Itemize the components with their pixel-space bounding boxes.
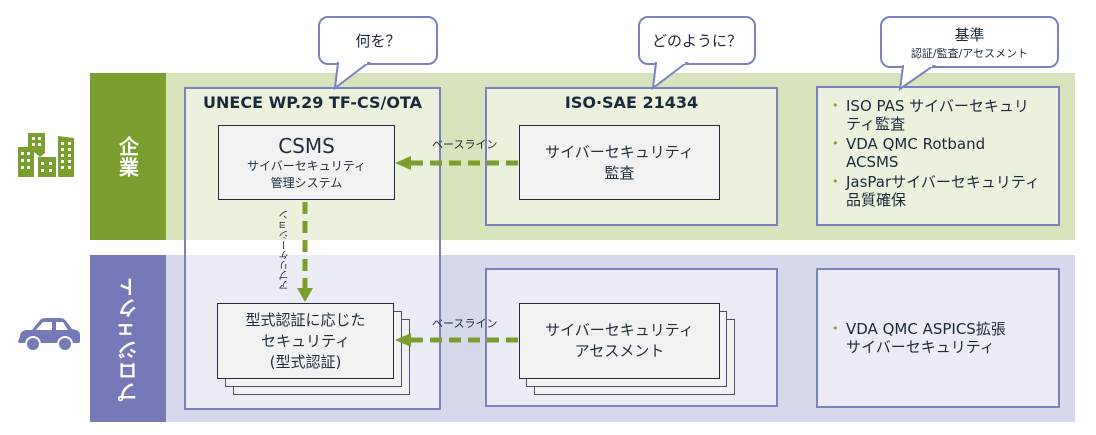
baseline-arrow-bottom	[395, 333, 518, 347]
unece-panel-gap	[186, 240, 439, 255]
callout-how-text: どのように？	[651, 32, 742, 50]
assessment-box[interactable]: サイバーセキュリティ アセスメント	[519, 303, 720, 379]
buildings-icon	[18, 133, 74, 177]
project-row-header: プロジェクト	[90, 255, 166, 422]
baseline-label-top: ベースライン	[432, 138, 498, 151]
enterprise-row-label: 企業	[115, 135, 140, 178]
enterprise-row-header: 企業	[90, 73, 166, 240]
application-label: アプリケーション	[280, 210, 291, 290]
callout-criteria-text: 基準	[954, 25, 985, 44]
csms-line2: 管理システム	[270, 175, 343, 190]
callout-criteria: 基準 認証/監査/アセスメント	[880, 16, 1059, 68]
callout-criteria-tail	[898, 63, 937, 92]
project-row-label: プロジェクト	[116, 275, 141, 402]
callout-what-tail	[333, 60, 371, 91]
callout-how-tail	[651, 60, 689, 91]
audit-box[interactable]: サイバーセキュリティ 監査	[519, 125, 720, 200]
type-approval-line3: (型式認証)	[269, 352, 342, 371]
audit-line2: 監査	[604, 163, 635, 182]
application-arrow	[297, 202, 313, 302]
iso-title: ISO·SAE 21434	[564, 93, 699, 112]
csms-box[interactable]: CSMS サイバーセキュリティ 管理システム	[218, 125, 395, 200]
csms-title: CSMS	[278, 133, 335, 158]
callout-criteria-subtext: 認証/監査/アセスメント	[910, 46, 1029, 60]
callout-what-text: 何を？	[355, 32, 401, 50]
unece-panel	[184, 87, 441, 410]
callout-how: どのように？	[638, 16, 756, 65]
car-icon	[18, 318, 80, 352]
csms-line1: サイバーセキュリティ	[246, 158, 367, 173]
assessment-line2: アセスメント	[574, 342, 665, 360]
type-approval-box[interactable]: 型式認証に応じた セキュリティ (型式認証)	[217, 303, 394, 379]
baseline-label-bottom: ベースライン	[432, 317, 498, 330]
audit-line1: サイバーセキュリティ	[545, 142, 694, 161]
callout-what: 何を？	[318, 16, 438, 65]
unece-title: UNECE WP.29 TF-CS/OTA	[203, 93, 422, 112]
type-approval-line2: セキュリティ	[260, 331, 351, 350]
type-approval-line1: 型式認証に応じた	[245, 310, 366, 329]
assessment-line1: サイバーセキュリティ	[545, 321, 694, 339]
baseline-arrow-top	[395, 156, 518, 170]
